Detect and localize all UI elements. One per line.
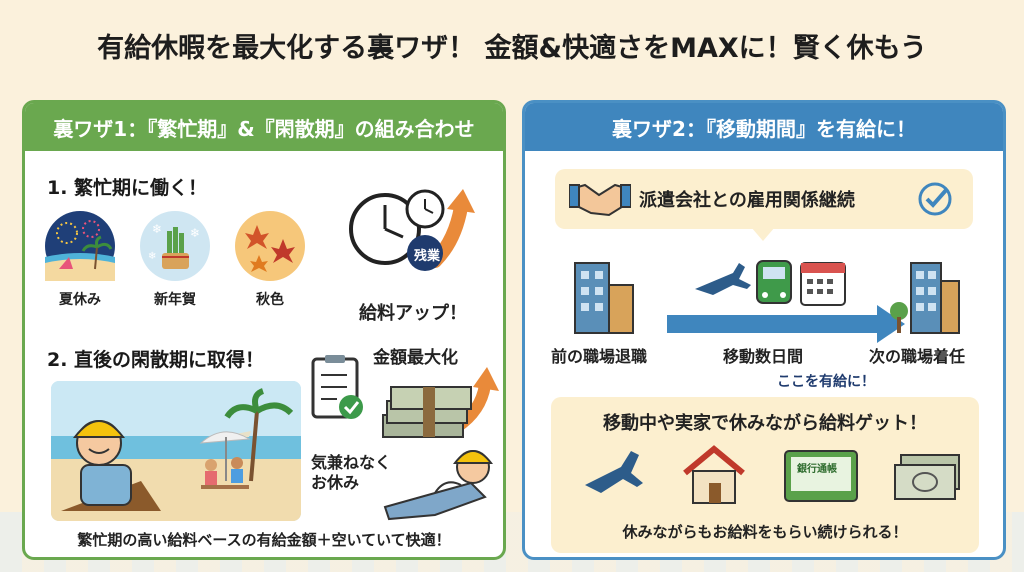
relax-label: 気兼ねなく お休み (311, 453, 392, 492)
trick1-header: 裏ワザ1：『繁忙期』&『閑散期』の組み合わせ (25, 103, 503, 151)
money-stack-icon (377, 365, 503, 445)
season-summer-label: 夏休み (59, 292, 101, 308)
step2-title: 2. 直後の閑散期に取得！ (47, 349, 265, 371)
handshake-icon (568, 175, 632, 223)
bankbook-label: 銀行通帳 (797, 464, 837, 475)
overtime-badge: 残業 (413, 249, 440, 264)
overtime-clock-icon (343, 181, 483, 291)
beach-vacation-illustration (51, 381, 301, 521)
paid-here-label: ここを有給に！ (777, 374, 875, 390)
employment-label: 派遣会社との雇用関係継続 (639, 190, 855, 211)
banknotes-icon (891, 453, 963, 503)
next-job-label: 次の職場着任 (869, 347, 966, 366)
moving-arrow-shaft (667, 315, 881, 333)
fireworks-beach-icon (45, 211, 115, 281)
season-newyear-label: 新年賀 (154, 292, 196, 308)
house-icon (679, 443, 749, 507)
trick2-header: 裏ワザ2：『移動期間』を有給に！ (525, 103, 1003, 151)
airplane-icon (581, 445, 645, 505)
check-circle-icon (917, 181, 953, 217)
autumn-leaves-icon (235, 211, 305, 281)
prev-job-label: 前の職場退職 (551, 347, 648, 366)
svg-text:❄: ❄ (148, 251, 156, 262)
salary-up-label: 給料アップ！ (359, 303, 467, 324)
employment-box: 派遣会社との雇用関係継続 (555, 169, 973, 229)
transport-icons (693, 255, 853, 311)
season-autumn-label: 秋色 (256, 292, 284, 308)
svg-text:❄: ❄ (152, 222, 162, 236)
salary-get-label: 移動中や実家で休みながら給料ゲット！ (603, 413, 927, 434)
trick1-panel: 裏ワザ1：『繁忙期』&『閑散期』の組み合わせ 1. 繁忙期に働く！ 夏休み ❄ … (22, 100, 506, 560)
new-year-kadomatsu-icon: ❄ ❄ ❄ (140, 211, 210, 281)
amount-max-label: 金額最大化 (373, 348, 458, 368)
relaxing-worker-icon (375, 437, 503, 523)
trick2-footer: 休みながらもお給料をもらい続けられる！ (622, 523, 908, 541)
prev-office-building-icon (569, 259, 639, 335)
bankbook-icon (783, 449, 859, 505)
step1-title: 1. 繁忙期に働く！ (47, 177, 208, 199)
moving-days-label: 移動数日間 (723, 347, 804, 366)
checklist-clipboard-icon (307, 353, 367, 423)
main-title: 有給休暇を最大化する裏ワザ！ 金額&快適さをMAXに！賢く休もう (97, 33, 927, 64)
svg-text:❄: ❄ (190, 226, 200, 240)
employment-box-pointer (751, 227, 775, 241)
salary-get-box: 移動中や実家で休みながら給料ゲット！ 銀行通帳 (551, 397, 979, 553)
trick2-panel: 裏ワザ2：『移動期間』を有給に！ 派遣会社との雇用関係継続 (522, 100, 1006, 560)
trick1-footer: 繁忙期の高い給料ベースの有給金額＋空いていて快適！ (77, 531, 451, 549)
next-office-building-icon (889, 259, 961, 335)
